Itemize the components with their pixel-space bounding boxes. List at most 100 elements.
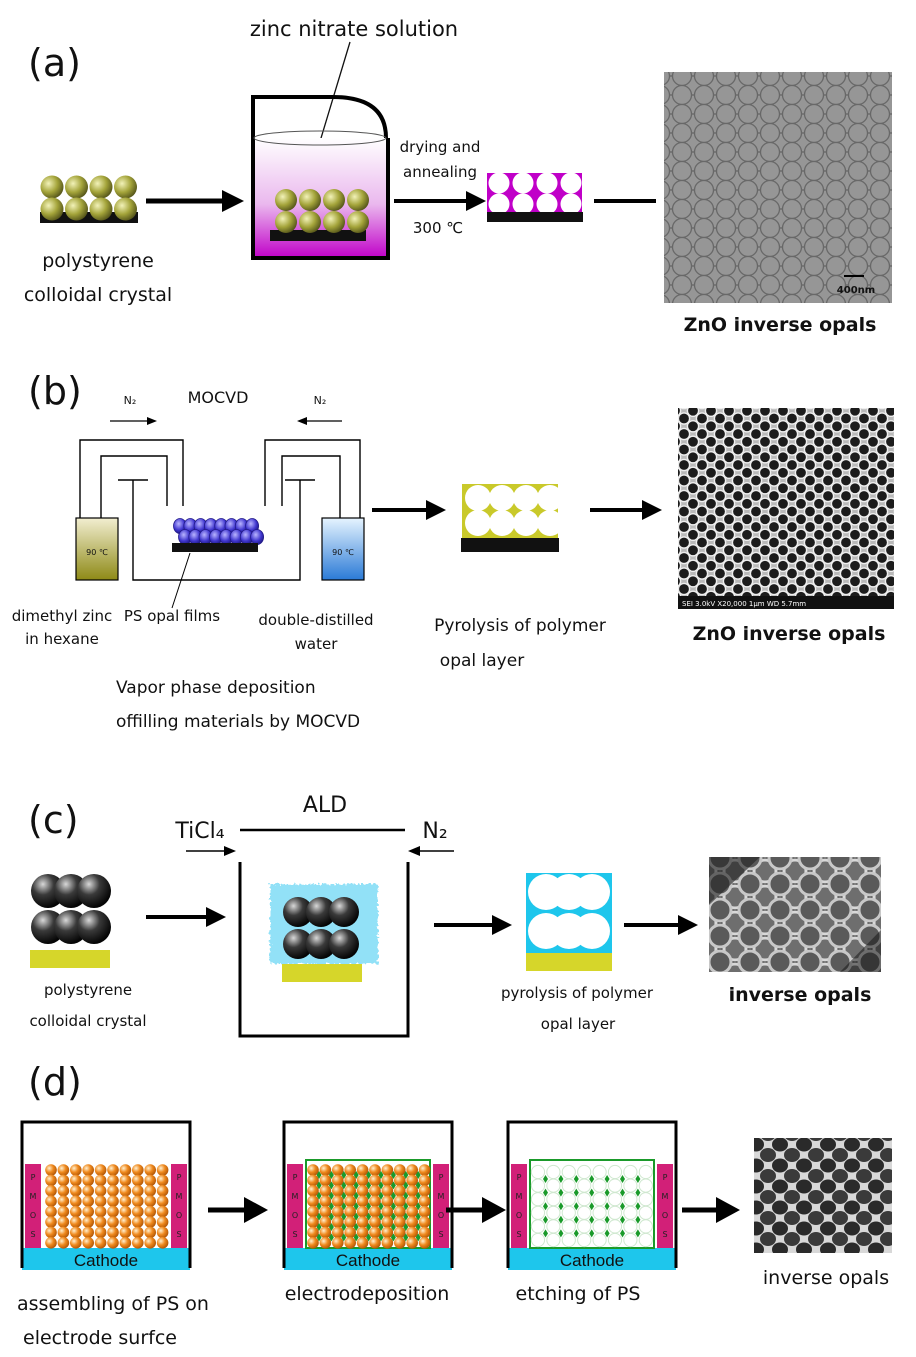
ps-sphere xyxy=(356,1237,369,1249)
ps-sphere xyxy=(418,1174,431,1187)
void xyxy=(592,1192,607,1207)
deposit-node xyxy=(635,1229,641,1238)
deposit-node xyxy=(589,1188,595,1197)
n2-right-label: N₂ xyxy=(314,394,327,407)
deposit-node xyxy=(589,1175,595,1183)
pmos-letter: P xyxy=(663,1173,668,1182)
panel-a: (a) zinc nitrate solution polystyrene co… xyxy=(24,17,892,336)
deposit-node xyxy=(316,1212,322,1221)
ps-sphere xyxy=(156,1205,169,1218)
ps-sphere xyxy=(82,1195,94,1207)
deposit-node xyxy=(353,1202,359,1211)
deposit-node xyxy=(604,1175,610,1183)
ps-sphere xyxy=(89,197,113,221)
ps-sphere xyxy=(299,211,321,233)
ps-sphere xyxy=(132,1174,144,1187)
result-label-c: inverse opals xyxy=(729,984,872,1006)
deposit-node xyxy=(620,1202,625,1211)
ps-sphere xyxy=(307,1216,319,1228)
ps-sphere xyxy=(119,1185,132,1197)
ps-sphere xyxy=(70,1174,82,1187)
deposit-node xyxy=(328,1191,334,1200)
ps-sphere xyxy=(57,1164,70,1176)
cathode-label: Cathode xyxy=(336,1251,400,1270)
void xyxy=(561,1178,576,1193)
ald-chamber xyxy=(238,862,410,1038)
void xyxy=(546,1205,561,1220)
pmos-letter: P xyxy=(31,1173,36,1182)
temp-right: 90 ℃ xyxy=(332,548,354,557)
deposit-node xyxy=(620,1215,625,1224)
deposit-network xyxy=(316,1171,421,1242)
ps-sphere xyxy=(319,1185,332,1197)
n2-right-arrow xyxy=(297,417,342,425)
ps-sphere xyxy=(107,1174,119,1187)
deposit-node xyxy=(378,1181,384,1190)
ps-sphere xyxy=(307,1237,319,1249)
deposit-node xyxy=(604,1215,610,1224)
deposit-node xyxy=(390,1202,396,1211)
ps-sphere xyxy=(356,1164,369,1176)
void xyxy=(530,1164,546,1180)
void xyxy=(536,172,558,194)
deposit-node xyxy=(573,1229,579,1238)
ps-crystal-c xyxy=(30,874,111,968)
pmos-spacer xyxy=(25,1164,41,1248)
void xyxy=(623,1205,638,1220)
arrow-d2 xyxy=(446,1197,506,1223)
ps-sphere xyxy=(356,1195,369,1207)
pmos-letter: P xyxy=(293,1173,298,1182)
ps-sphere xyxy=(418,1195,431,1207)
ps-sphere xyxy=(45,1237,57,1249)
pmos-letter: S xyxy=(516,1230,521,1239)
deposit-node xyxy=(378,1212,384,1221)
ps-sphere xyxy=(107,1185,119,1197)
deposit-node xyxy=(353,1171,359,1179)
ps-sphere xyxy=(319,1237,332,1249)
arrow-b2 xyxy=(590,500,662,520)
ps-sphere xyxy=(306,929,336,959)
deposit-node xyxy=(316,1181,322,1190)
void xyxy=(638,1232,653,1248)
void xyxy=(592,1164,607,1180)
cell-wall xyxy=(20,1120,192,1268)
beaker-a xyxy=(251,95,390,260)
deposit-node xyxy=(341,1191,347,1200)
void xyxy=(574,913,610,949)
deposit-node xyxy=(378,1233,384,1242)
deposit-node xyxy=(415,1233,421,1242)
pmos-letter: M xyxy=(30,1192,37,1201)
deposit-node xyxy=(635,1175,641,1183)
ps-sphere xyxy=(156,1174,169,1187)
ps-sphere xyxy=(107,1216,119,1228)
ps-sphere xyxy=(94,1237,107,1249)
pyrolysis-line1: Pyrolysis of polymer xyxy=(434,616,606,636)
ps-sphere xyxy=(70,1195,82,1207)
cathode-label: Cathode xyxy=(560,1251,624,1270)
deposit-node xyxy=(328,1202,334,1211)
deposit-node xyxy=(366,1202,372,1211)
cathode xyxy=(22,1248,190,1270)
ps-sphere xyxy=(369,1185,381,1197)
ps-sphere xyxy=(57,1174,70,1187)
ps-sphere xyxy=(319,1164,332,1176)
deposit-node xyxy=(341,1233,347,1242)
deposit-node xyxy=(543,1202,548,1211)
ps-sphere xyxy=(347,189,369,211)
ps-sphere xyxy=(307,1205,319,1218)
ps-sphere xyxy=(369,1195,381,1207)
deposit-node xyxy=(543,1229,548,1238)
ps-sphere xyxy=(45,1195,57,1207)
pmos-letter: P xyxy=(439,1173,444,1182)
ps-sphere xyxy=(57,1195,70,1207)
ps-sphere xyxy=(107,1195,119,1207)
deposit-node xyxy=(353,1191,359,1200)
sem-info-bar: SEI 3.0kV X20,000 1μm WD 5.7mm xyxy=(682,600,806,608)
sem-image-d xyxy=(754,1138,892,1253)
pmos-letter: O xyxy=(176,1211,182,1220)
ps-sphere xyxy=(107,1205,119,1218)
ps-sphere xyxy=(356,1185,369,1197)
